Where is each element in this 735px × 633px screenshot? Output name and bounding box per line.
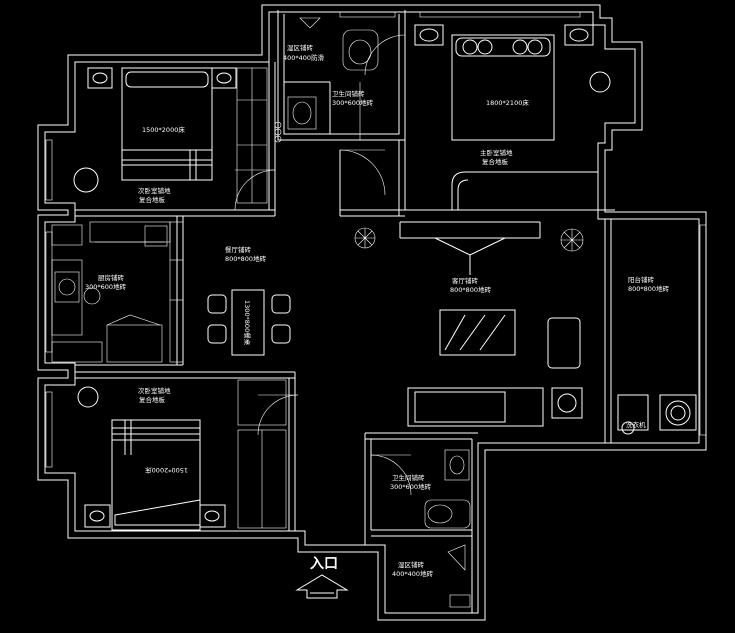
master-bedroom-label-1: 主卧室铺地 — [480, 148, 513, 157]
third-bedroom-label-2: 复合地板 — [139, 395, 166, 404]
top-bath-zone-label-1: 湿区铺砖 — [287, 43, 314, 52]
top-bath-main-label-2: 300*600地砖 — [332, 98, 374, 107]
second-bedroom-label-2: 复合地板 — [139, 195, 166, 204]
entrance-arrow-icon — [295, 574, 349, 599]
second-bed — [73, 67, 237, 193]
master-bed — [414, 24, 611, 210]
lower-bath-fixtures — [424, 449, 471, 608]
outer-walls — [37, 4, 707, 621]
wardrobes — [236, 67, 287, 529]
third-bedroom-label-1: 次卧室铺地 — [138, 386, 171, 395]
kitchen-fixtures — [51, 221, 184, 363]
lower-bath-main-label-1: 卫生间铺砖 — [392, 473, 425, 482]
second-bedroom-label-1: 次卧室铺地 — [138, 186, 171, 195]
washer-label: 洗衣机 — [626, 420, 646, 429]
windows — [45, 11, 707, 468]
dining-label-2: 800*800地砖 — [225, 254, 267, 263]
top-bath-main-label-1: 卫生间铺砖 — [332, 89, 365, 98]
balcony-label-1: 阳台铺砖 — [628, 275, 655, 284]
living-label-1: 客厅铺砖 — [452, 276, 479, 285]
lower-bath-zone-label-1: 湿区铺砖 — [398, 560, 425, 569]
doors — [234, 34, 412, 496]
kitchen-label-1: 厨房铺砖 — [98, 273, 125, 282]
living-fixtures — [407, 237, 697, 435]
entrance-label: 入口 — [310, 556, 338, 572]
dining-table — [207, 289, 291, 356]
third-bed-size-label: 1500*2000床 — [145, 466, 188, 475]
plant-right — [560, 228, 584, 252]
master-bedroom-label-2: 复合地板 — [482, 157, 509, 166]
top-bath-zone-label-2: 400*400防滑 — [283, 53, 325, 62]
third-bed — [77, 386, 226, 531]
kitchen-label-2: 300*600地砖 — [85, 282, 127, 291]
lower-bath-zone-label-2: 400*400地砖 — [392, 569, 434, 578]
lower-bath-main-label-2: 300*600地砖 — [390, 482, 432, 491]
dining-label-1: 餐厅铺砖 — [225, 245, 252, 254]
plant-left — [354, 227, 376, 249]
top-bath-fixtures — [274, 17, 379, 143]
balcony-label-2: 800*800地砖 — [628, 284, 670, 293]
living-label-2: 800*800地砖 — [450, 285, 492, 294]
master-bed-size-label: 1800*2100床 — [486, 98, 529, 107]
second-bed-size-label: 1500*2000床 — [142, 125, 185, 134]
table-size-label: 1300*800餐桌 — [243, 300, 252, 346]
